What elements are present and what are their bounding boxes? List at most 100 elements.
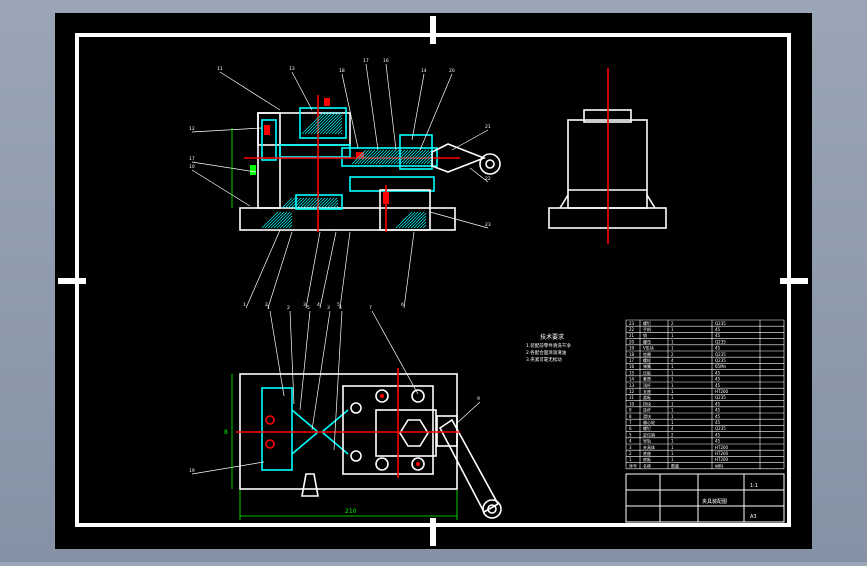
parts-cell: 1 [671, 346, 674, 351]
front-callout-top-17-label: 17 [363, 58, 369, 64]
parts-cell: 支座 [643, 388, 651, 394]
front-callout-left-10-label: 10 [189, 164, 195, 170]
top-callout-top-5-leader [299, 310, 311, 411]
hatch-line [293, 197, 305, 209]
parts-cell: 45 [715, 383, 721, 388]
hatch-line [417, 149, 433, 165]
hatch-line [429, 161, 433, 165]
parts-cell: 连杆 [643, 407, 651, 413]
top-callout-right-9-leader [455, 401, 481, 425]
parts-cell: 1 [671, 395, 674, 400]
hatch-line [323, 197, 335, 209]
top-bolt-1 [375, 389, 389, 403]
hatch-line [290, 197, 302, 209]
hatch-line [322, 114, 343, 135]
top-pin-1 [350, 402, 362, 414]
front-callout-bottom-5-label: 5 [337, 302, 340, 308]
hatch-line [357, 149, 373, 165]
hatch-line [273, 211, 291, 229]
hatch-line [381, 149, 397, 165]
parts-cell: 45 [715, 401, 721, 406]
slide-rod-section [341, 147, 438, 167]
front-section-view [239, 95, 501, 232]
hatch-line [319, 111, 343, 135]
parts-cell: 16 [629, 364, 635, 369]
centering-marks [58, 16, 808, 546]
parts-cell: 1 [671, 389, 674, 394]
front-callout-top-18-leader [341, 73, 359, 149]
parts-cell: 盖板 [643, 394, 651, 400]
parts-header-cell: 材料 [715, 462, 723, 468]
parts-cell: 20 [629, 339, 635, 344]
top-handle-arm [438, 418, 500, 514]
dim-mark-left [250, 165, 256, 175]
parts-header-cell: 名称 [643, 462, 651, 468]
parts-cell: 销 [643, 332, 647, 338]
hatch-line [390, 149, 406, 165]
front-callout-top-14-leader [411, 73, 425, 141]
front-callout-top-16-label: 16 [383, 58, 389, 64]
top-right-block [436, 415, 458, 447]
hatch-line [387, 149, 403, 165]
front-callout-left-12-label: 12 [189, 126, 195, 132]
hatch-line [287, 197, 299, 209]
hatch-line [396, 149, 412, 165]
hatch-line [308, 197, 320, 209]
parts-cell: Q235 [715, 321, 726, 326]
hatch-line [405, 149, 421, 165]
hatch-line [320, 197, 332, 209]
hatch-line [375, 149, 391, 165]
parts-cell: 夹具体 [643, 444, 655, 450]
parts-cell: 17 [629, 358, 635, 363]
hatch-line [305, 197, 317, 209]
front-callout-left-17-leader [191, 161, 257, 173]
hatch-line [325, 117, 343, 135]
parts-cell: 螺母 [643, 338, 651, 344]
hatch-line [369, 149, 385, 165]
parts-cell: 18 [629, 352, 635, 357]
parts-cell: 45 [715, 432, 721, 437]
parts-cell: 6 [629, 426, 632, 431]
parts-cell: 1 [671, 377, 674, 382]
side-step-right [646, 194, 656, 209]
title-block: 夹具装配图 1:1 A3 [625, 473, 785, 523]
parts-cell: 底座 [643, 450, 651, 456]
top-bolt-mark-2 [265, 439, 275, 449]
parts-cell: 14 [629, 377, 635, 382]
parts-cell: 手柄 [643, 326, 651, 332]
front-callout-top-11-label: 11 [217, 66, 223, 72]
front-callout-top-17-leader [365, 63, 379, 151]
top-red-dot-1 [380, 394, 384, 398]
hatch-line [423, 155, 433, 165]
parts-cell: 1 [671, 445, 674, 450]
parts-cell: 滑块 [643, 413, 651, 419]
parts-cell: 45 [715, 414, 721, 419]
hatch-line [261, 211, 279, 229]
parts-cell: 5 [629, 432, 632, 437]
hatch-line [384, 149, 400, 165]
title-block-sheet: A3 [750, 514, 757, 520]
parts-cell: 螺钉 [643, 320, 651, 326]
parts-cell: 1 [629, 457, 632, 462]
handle-arm [431, 143, 487, 173]
front-callout-bottom-6-leader [403, 231, 415, 309]
parts-cell: 1 [671, 364, 674, 369]
front-callout-top-13-leader [291, 71, 313, 111]
parts-cell: 2 [671, 321, 674, 326]
parts-cell: 导轨 [643, 438, 651, 444]
front-callout-bottom-1-label: 1 [243, 302, 246, 308]
hatch-line [426, 158, 433, 165]
parts-cell: 1 [671, 401, 674, 406]
hatch-line [378, 149, 394, 165]
top-v-block-left [261, 387, 293, 471]
front-callout-right-23-label: 23 [485, 222, 491, 228]
hatch-line [334, 126, 343, 135]
hatch-line [337, 129, 343, 135]
parts-cell: 21 [629, 333, 635, 338]
parts-cell: 1 [671, 333, 674, 338]
parts-cell: HT200 [715, 451, 729, 456]
dimensions: 210 8 [224, 128, 458, 520]
hatch-line [414, 149, 430, 165]
front-callout-right-22-leader [469, 167, 489, 183]
